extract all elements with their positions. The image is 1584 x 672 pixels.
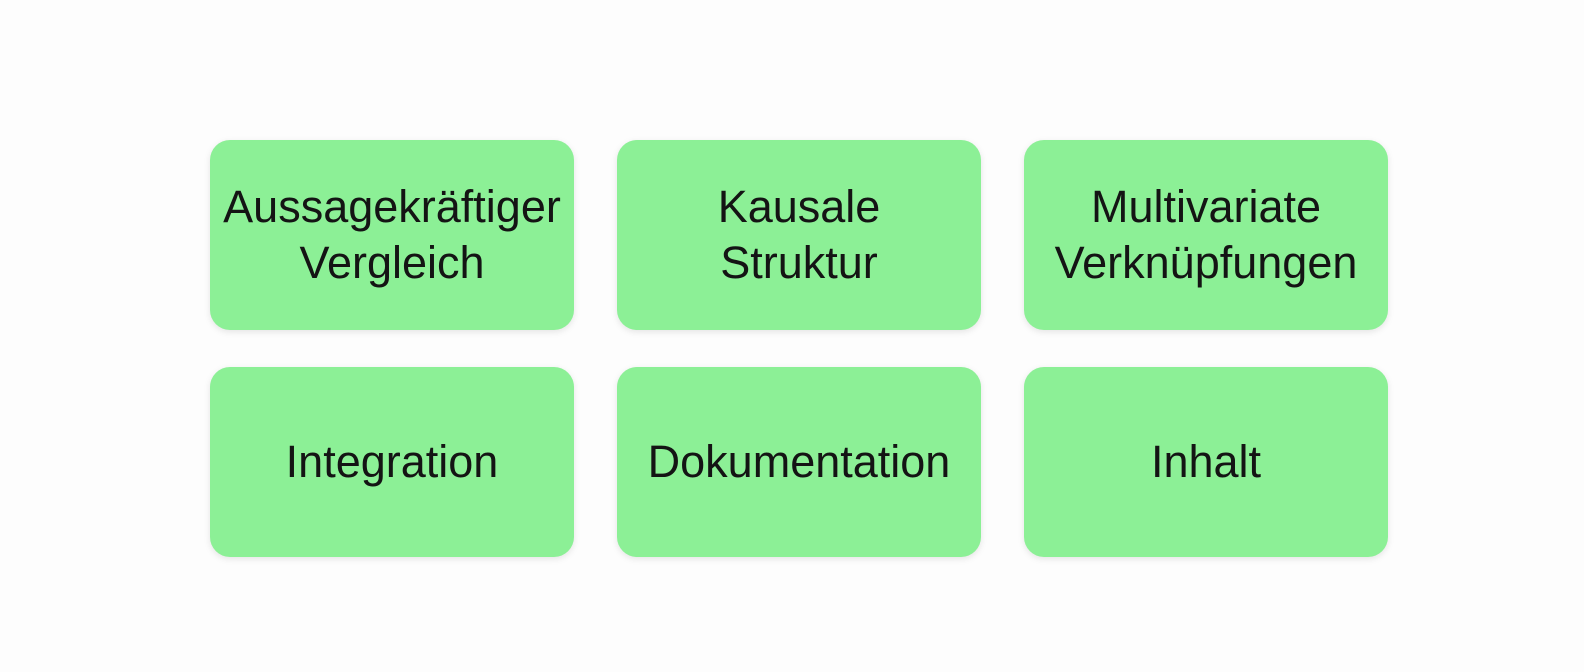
diagram-box-dokumentation: Dokumentation: [617, 367, 981, 557]
box-label: Aussagekräftiger Vergleich: [223, 181, 561, 288]
diagram-box-inhalt: Inhalt: [1024, 367, 1388, 557]
diagram-box-aussagekraeftiger-vergleich: Aussagekräftiger Vergleich: [210, 140, 574, 330]
box-label: Integration: [285, 436, 499, 487]
diagram-box-multivariate-verknuepfungen: Multivariate Verknüpfungen: [1024, 140, 1388, 330]
box-label: Dokumentation: [647, 436, 951, 487]
diagram-box-integration: Integration: [210, 367, 574, 557]
box-label: Inhalt: [1150, 436, 1262, 487]
box-label: Multivariate Verknüpfungen: [1054, 181, 1358, 288]
box-label: Kausale Struktur: [717, 181, 881, 288]
diagram-box-kausale-struktur: Kausale Struktur: [617, 140, 981, 330]
diagram-box-grid: Aussagekräftiger Vergleich Kausale Struk…: [210, 140, 1388, 557]
